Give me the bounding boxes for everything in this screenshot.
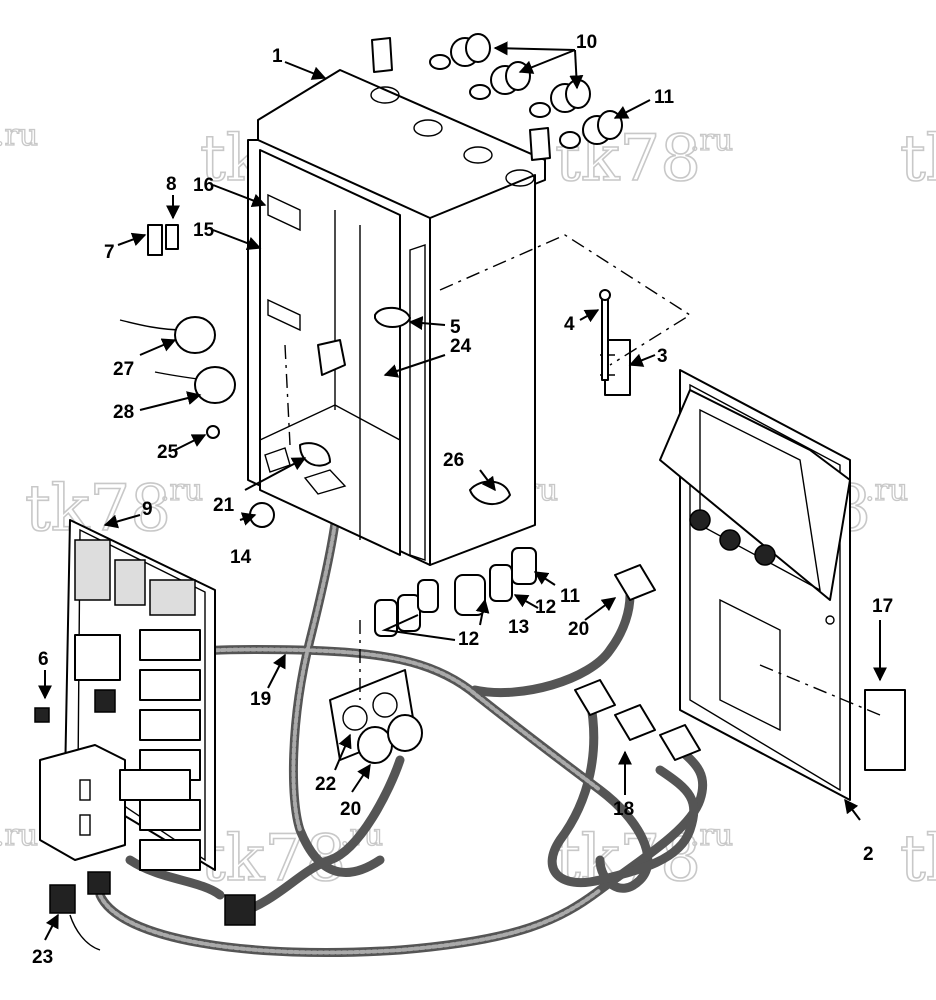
callout-9: 9 — [142, 499, 153, 520]
callout-10: 10 — [576, 32, 597, 53]
callout-19: 19 — [250, 689, 271, 710]
callout-15: 15 — [193, 220, 215, 241]
misc-parts — [34, 224, 511, 723]
watermark-suffix: .ru — [690, 818, 733, 853]
callout-28: 28 — [113, 402, 134, 423]
watermark-suffix: .ru — [160, 473, 203, 508]
callout-1: 1 — [272, 46, 283, 67]
callout-2: 2 — [863, 844, 874, 865]
callout-27: 27 — [113, 359, 134, 380]
callout-20-right: 20 — [568, 619, 589, 640]
plugs-23 — [49, 689, 256, 951]
callout-7: 7 — [104, 242, 115, 263]
callout-14: 14 — [230, 547, 252, 568]
callout-8: 8 — [166, 174, 177, 195]
callout-11-top: 11 — [654, 87, 675, 108]
watermark-suffix: .ru — [690, 123, 733, 158]
callout-26: 26 — [443, 450, 464, 471]
callout-22: 22 — [315, 774, 336, 795]
assembly-lines — [284, 234, 881, 716]
callout-17: 17 — [872, 596, 893, 617]
label-plate — [864, 689, 906, 771]
control-panel-board — [39, 519, 216, 871]
watermark-suffix: .ru — [865, 473, 908, 508]
callout-23: 23 — [32, 947, 53, 968]
callout-12-left: 12 — [458, 629, 479, 650]
watermark-text: tk78 — [900, 122, 936, 196]
callout-3: 3 — [657, 346, 668, 367]
leader-lines — [38, 41, 887, 941]
watermark-text: tk78 — [555, 122, 701, 196]
callout-24: 24 — [450, 336, 472, 357]
callout-21: 21 — [213, 495, 235, 516]
callout-13: 13 — [508, 617, 529, 638]
callout-6: 6 — [38, 649, 49, 670]
callout-16: 16 — [193, 175, 214, 196]
callout-labels: 1 2 3 4 5 6 7 8 9 10 11 11 12 12 13 14 1… — [32, 32, 893, 968]
callout-18: 18 — [613, 799, 634, 820]
callout-12-right: 12 — [535, 597, 556, 618]
watermark-suffix: .ru — [0, 118, 38, 153]
callout-20-left: 20 — [340, 799, 361, 820]
hinge-assembly — [599, 289, 631, 396]
callout-11-bottom: 11 — [560, 586, 581, 607]
callout-25: 25 — [157, 442, 179, 463]
gland-nuts-bottom — [374, 547, 537, 637]
watermark-suffix: .ru — [0, 818, 38, 853]
watermark-text: tk78 — [900, 822, 936, 896]
plug-connectors-27-28 — [119, 316, 236, 404]
callout-4: 4 — [564, 314, 575, 335]
callout-5: 5 — [450, 317, 461, 338]
elbow-plugs — [574, 564, 701, 761]
